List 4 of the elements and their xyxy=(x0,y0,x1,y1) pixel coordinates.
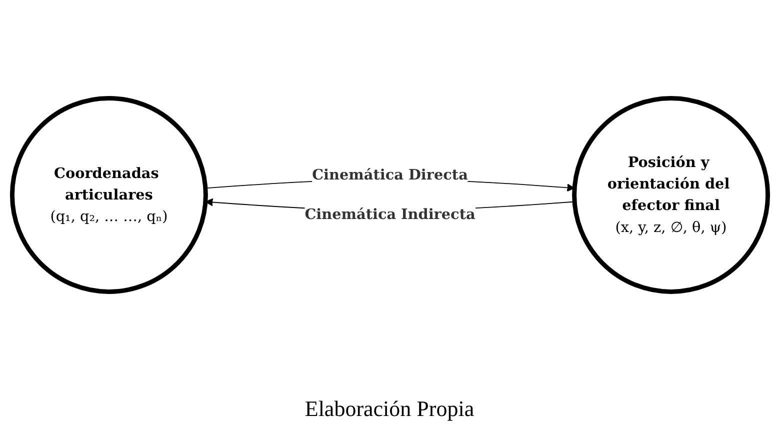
node-circle xyxy=(572,96,770,294)
node-circle xyxy=(9,96,208,294)
flowchart: Cinemática Directa Cinemática Indirecta Coordenadas articulares (q₁, q₂, … …, qₙ) Posición y orientación del efector final (x, y, z, ∅, θ, ψ) xyxy=(4,91,774,299)
caption: Elaboración Propia xyxy=(304,396,474,421)
